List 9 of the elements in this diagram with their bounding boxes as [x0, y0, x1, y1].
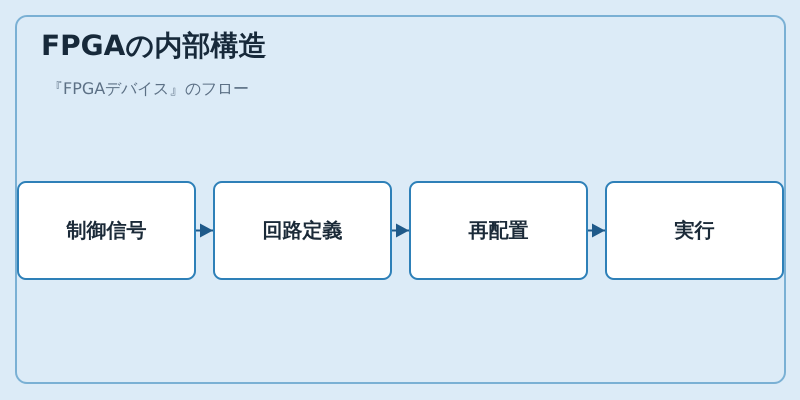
process-box: 再配置	[409, 181, 588, 280]
arrow	[392, 224, 409, 238]
title: FPGAの内部構造	[41, 28, 266, 64]
process-box: 制御信号	[17, 181, 196, 280]
arrow	[196, 224, 213, 238]
process-box: 回路定義	[213, 181, 392, 280]
subtitle: 『FPGAデバイス』のフロー	[47, 78, 250, 100]
arrow	[588, 224, 605, 238]
process-box: 実行	[605, 181, 784, 280]
